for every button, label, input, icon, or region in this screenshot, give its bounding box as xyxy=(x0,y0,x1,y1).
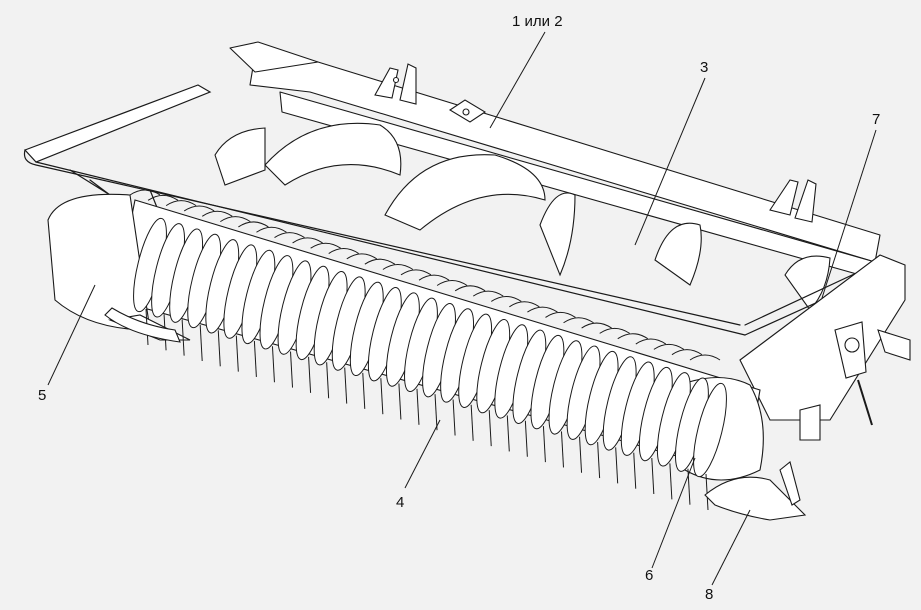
reel-tine xyxy=(524,420,528,457)
reel-tine xyxy=(705,473,709,511)
callout-8: 8 xyxy=(705,586,714,603)
reel-tine xyxy=(669,463,673,500)
leader-7 xyxy=(821,129,877,299)
reel-tine xyxy=(470,404,474,441)
tine-hook xyxy=(635,338,667,345)
tine-hook xyxy=(183,205,215,212)
reel-tine xyxy=(326,362,330,399)
auger-flights xyxy=(214,122,831,311)
left-skid xyxy=(104,307,181,343)
frame-beam xyxy=(229,41,881,281)
reel-tine xyxy=(235,335,239,372)
mounting-brackets xyxy=(374,63,817,223)
reel-tine xyxy=(633,452,637,489)
callout-4: 4 xyxy=(396,494,405,511)
tine-hook xyxy=(201,210,233,217)
reel-tine xyxy=(416,388,420,425)
leader-1 xyxy=(489,31,546,129)
side-bracket xyxy=(739,254,911,441)
callout-1: 1 или 2 xyxy=(512,13,563,30)
reel-tine xyxy=(651,458,655,495)
reel-tine xyxy=(362,372,366,409)
reel-tine xyxy=(542,426,546,463)
reel-tine xyxy=(434,394,438,431)
callout-3: 3 xyxy=(700,59,709,76)
tine-hook xyxy=(238,221,269,228)
tine-hook xyxy=(129,189,161,196)
tine-hook xyxy=(472,290,504,297)
reel-tine xyxy=(290,351,294,388)
reel-tines xyxy=(129,189,727,511)
tine-hook xyxy=(147,194,179,201)
tine-hook xyxy=(527,306,558,313)
tine-hook xyxy=(689,354,721,361)
tine-hook xyxy=(328,248,359,254)
reel-ring xyxy=(693,382,727,478)
tine-hook xyxy=(364,258,396,265)
tine-hook xyxy=(436,279,468,286)
callout-7: 7 xyxy=(872,111,881,128)
callout-6: 6 xyxy=(645,567,654,584)
tine-hook xyxy=(545,311,576,318)
leader-lines xyxy=(47,31,877,586)
leader-6 xyxy=(651,457,696,569)
tine-hook xyxy=(509,301,540,308)
tine-hook xyxy=(165,200,197,207)
tine-hook xyxy=(491,295,522,302)
reel-tine xyxy=(344,367,348,404)
reel-tine xyxy=(452,399,456,436)
reel-tine xyxy=(181,319,185,356)
tine-hook xyxy=(400,269,432,276)
reel-tine xyxy=(597,442,601,479)
reel-tine xyxy=(398,383,402,420)
reel-tine xyxy=(308,356,312,393)
reel-tine xyxy=(488,410,492,447)
tine-hook xyxy=(274,232,305,238)
leader-4 xyxy=(404,419,441,489)
leader-5 xyxy=(47,284,96,386)
tine-hook xyxy=(653,343,685,350)
tine-hook xyxy=(671,349,703,356)
tine-hook xyxy=(617,333,649,340)
reel-tine xyxy=(199,324,203,361)
callout-5: 5 xyxy=(38,387,47,404)
tine-hook xyxy=(563,317,594,324)
tine-hook xyxy=(382,264,414,270)
tine-hook xyxy=(581,322,612,329)
reel-tine xyxy=(560,431,564,468)
tine-hook xyxy=(310,242,341,249)
tine-hook xyxy=(454,285,486,292)
reel-tine xyxy=(271,346,275,383)
skid xyxy=(704,461,807,521)
tine-hook xyxy=(418,274,450,281)
reel-tine xyxy=(579,436,583,473)
reel-tine xyxy=(217,330,221,367)
tine-hook xyxy=(292,237,323,244)
reel-tine xyxy=(380,378,384,415)
reel-tine xyxy=(506,415,510,452)
tine-hook xyxy=(599,327,630,334)
reel-tine xyxy=(615,447,619,484)
tine-hook xyxy=(220,216,251,223)
tine-hook xyxy=(346,253,378,260)
leader-3 xyxy=(634,77,706,246)
tine-hook xyxy=(256,226,287,233)
leader-8 xyxy=(711,509,751,586)
reel-tine xyxy=(253,340,257,377)
